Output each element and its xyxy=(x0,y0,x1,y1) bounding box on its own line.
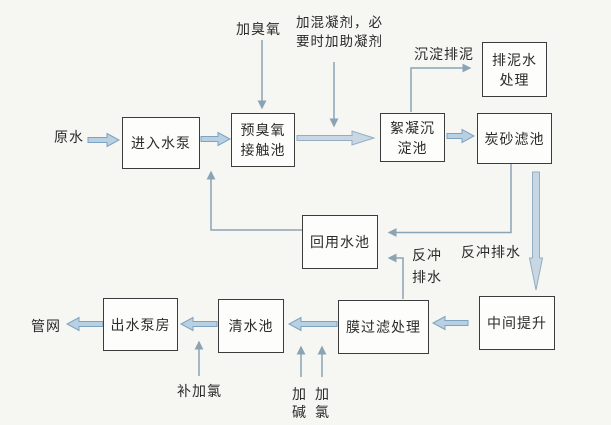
label-backwash-drain-right: 反冲排水 xyxy=(461,244,521,260)
arrow-raw-water-to-inlet-pump xyxy=(87,132,121,148)
box-pre-ozone-contact-tank: 预臭氧 接触池 xyxy=(231,113,295,167)
box-intermediate-lift-label: 中间提升 xyxy=(487,315,547,331)
label-supplementary-chlorination: 补加氯 xyxy=(177,383,222,399)
label-sedimentation-sludge-discharge: 沉淀排泥 xyxy=(414,46,474,62)
box-outlet-pump-house-label: 出水泵房 xyxy=(110,316,171,333)
box-membrane-filtration-label: 膜过滤处理 xyxy=(346,319,421,335)
box-clear-water-tank: 清水池 xyxy=(218,299,284,353)
box-sludge-water-treatment: 排泥水 处理 xyxy=(482,42,547,97)
label-raw-water: 原水 xyxy=(54,129,84,145)
label-pipe-network: 管网 xyxy=(31,318,61,334)
arrow-membrane-to-clear-water xyxy=(287,316,338,332)
box-clear-water-tank-label: 清水池 xyxy=(228,318,274,334)
label-add-coagulant: 加混凝剂，必 要时加助凝剂 xyxy=(296,15,383,49)
label-add-chlorine: 加 氯 xyxy=(315,386,330,420)
box-inlet-pump: 进入水泵 xyxy=(122,117,200,169)
arrow-clear-water-to-outlet-pump xyxy=(179,316,218,332)
arrow-pre-ozone-to-flocculation xyxy=(296,130,376,146)
box-carbon-sand-filter: 炭砂滤池 xyxy=(477,113,552,164)
label-backwash-drain-mid: 反冲 排水 xyxy=(412,247,442,285)
box-intermediate-lift: 中间提升 xyxy=(479,296,555,350)
arrow-outlet-pump-to-pipe-network xyxy=(65,316,104,332)
box-inlet-pump-label: 进入水泵 xyxy=(131,135,191,151)
arrow-sludge-discharge-to-sludge-water-treatment xyxy=(410,63,472,112)
arrow-carbon-filter-backwash-to-reuse-tank xyxy=(387,163,512,237)
arrow-carbon-sand-filter-to-intermediate-lift xyxy=(528,171,544,291)
arrow-intermediate-lift-to-membrane xyxy=(431,315,469,331)
arrow-flocculation-to-carbon-sand-filter xyxy=(446,128,476,144)
box-sludge-water-treatment-label: 排泥水 处理 xyxy=(492,51,537,88)
box-membrane-filtration: 膜过滤处理 xyxy=(338,300,429,354)
arrow-inlet-pump-to-pre-ozone xyxy=(200,131,232,147)
label-add-ozone: 加臭氧 xyxy=(236,21,281,37)
arrow-reuse-tank-to-main-line xyxy=(206,170,302,231)
box-outlet-pump-house: 出水泵房 xyxy=(103,298,178,351)
box-flocculation-sedimentation-tank: 絮凝沉 淀池 xyxy=(380,113,445,162)
label-add-alkali: 加 碱 xyxy=(292,386,307,420)
box-reuse-water-tank: 回用水池 xyxy=(302,215,378,269)
box-flocculation-sedimentation-tank-label: 絮凝沉 淀池 xyxy=(390,119,435,156)
box-carbon-sand-filter-label: 炭砂滤池 xyxy=(484,130,545,147)
box-reuse-water-tank-label: 回用水池 xyxy=(310,234,370,250)
box-pre-ozone-contact-tank-label: 预臭氧 接触池 xyxy=(240,122,286,158)
arrow-membrane-backwash-to-reuse-tank xyxy=(387,253,404,299)
